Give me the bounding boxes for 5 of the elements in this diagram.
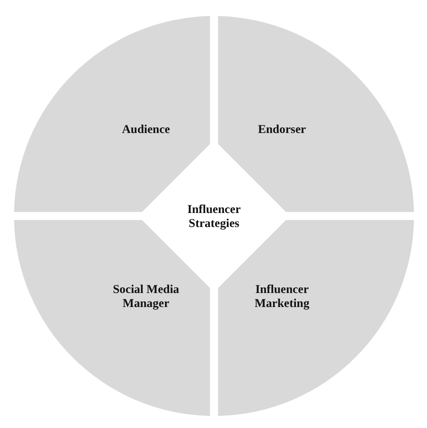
segment-label: Endorser xyxy=(257,122,307,136)
segment-label: Influencer Marketing xyxy=(254,282,310,310)
segment-label: Social Media Manager xyxy=(112,282,180,310)
segment-label: Audience xyxy=(121,122,171,136)
center-label: Influencer Strategies xyxy=(186,202,242,230)
